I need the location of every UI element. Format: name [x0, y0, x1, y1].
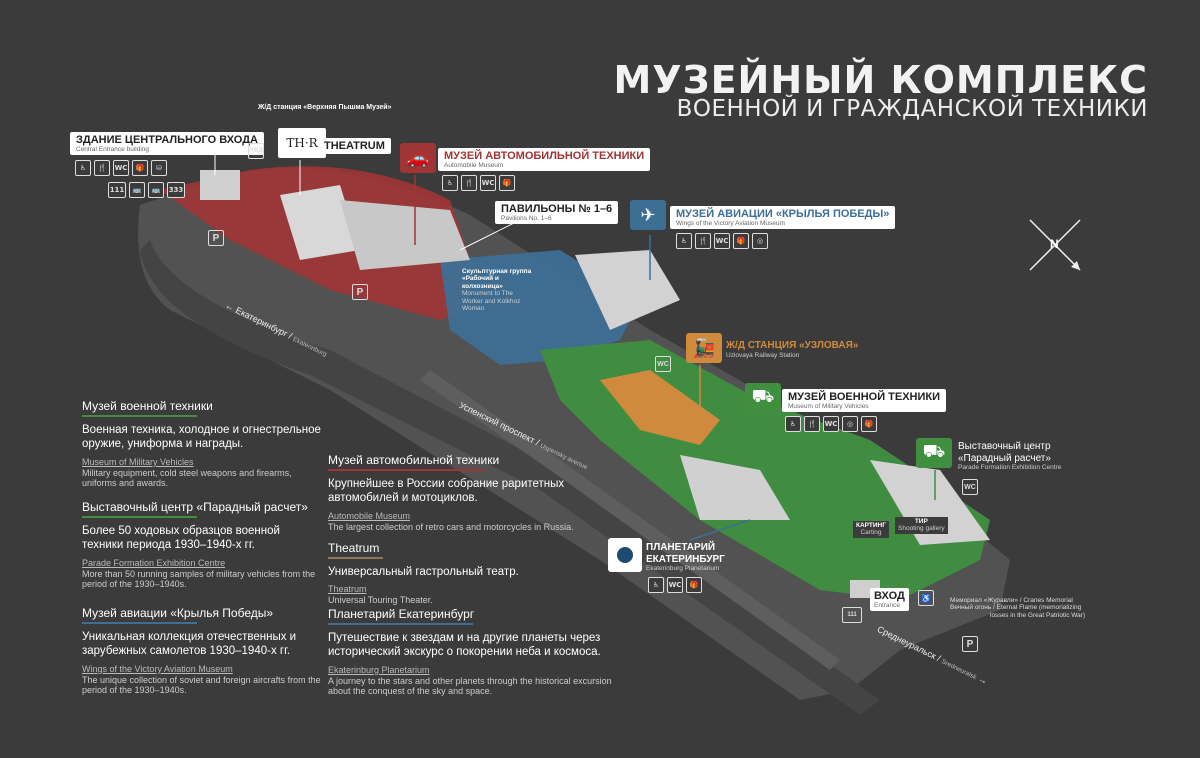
- vr-icon: ◎: [752, 233, 768, 249]
- legend-title: Музей военной техники: [82, 399, 213, 413]
- wc-icon: WC: [823, 416, 839, 432]
- legend-title: Theatrum: [328, 541, 380, 555]
- central-entrance-label: ЗДАНИЕ ЦЕНТРАЛЬНОГО ВХОДА Central Entran…: [70, 132, 264, 156]
- legend-bar: [82, 415, 197, 417]
- accessible-icon: ♿: [785, 416, 801, 432]
- train-icon: 🚂: [686, 333, 722, 363]
- cafe-icon: 🍴: [94, 160, 110, 176]
- military-building: [680, 455, 790, 520]
- gift-icon: 🎁: [733, 233, 749, 249]
- accessible-icon-entrance: ♿: [918, 590, 934, 606]
- railway-station-top-label: Ж/Д станция «Верхняя Пышма Музей»: [258, 104, 392, 111]
- gift-icon: 🎁: [686, 577, 702, 593]
- rzd-icon: РЖД: [248, 143, 264, 159]
- legend-theatrum: Theatrum Универсальный гастрольный театр…: [328, 541, 618, 606]
- cafe-icon: 🍴: [804, 416, 820, 432]
- wc-icon-uzlovaya: WC: [655, 356, 671, 372]
- gift-icon: 🎁: [861, 416, 877, 432]
- military-museum-label: МУЗЕЙ ВОЕННОЙ ТЕХНИКИ Museum of Military…: [782, 389, 947, 413]
- legend-aviation: Музей авиации «Крылья Победы» Уникальная…: [82, 606, 321, 696]
- leader-planetarium: [689, 519, 751, 541]
- military-icons: ♿ 🍴 WC ◎ 🎁: [785, 416, 877, 432]
- aviation-icons: ♿ 🍴 WC 🎁 ◎: [676, 233, 768, 249]
- vr-icon: ◎: [842, 416, 858, 432]
- page-title: МУЗЕЙНЫЙ КОМПЛЕКС: [613, 58, 1148, 102]
- theatrum-label: THEATRUM: [318, 138, 391, 155]
- legend-title: Планетарий Екатеринбург: [328, 607, 475, 621]
- pavilions-building: [340, 200, 470, 270]
- tir-label: ТИР Shooting gallery: [895, 517, 948, 534]
- wc-icon: WC: [667, 577, 683, 593]
- aviation-building: [575, 250, 680, 330]
- bus-111-entrance-icon: 111: [842, 607, 862, 623]
- tank-icon-parade: ⛟: [916, 438, 952, 468]
- cafe-icon: 🍴: [461, 175, 477, 191]
- accessible-icon: ♿: [442, 175, 458, 191]
- cranes-label: Мемориал «Журавли» / Cranes Memorial Веч…: [950, 597, 1086, 619]
- tank-icon: ⛟: [745, 383, 781, 413]
- legend-bar: [82, 516, 197, 518]
- road-left: [140, 240, 880, 715]
- compass-icon: [1029, 219, 1081, 271]
- parking-icon-1: P: [208, 230, 224, 246]
- theatrum-building: [280, 185, 360, 260]
- wc-icon: WC: [714, 233, 730, 249]
- bus-333-icon: 333: [167, 182, 185, 198]
- legend-bar: [82, 622, 197, 624]
- sculpture-label: Скульптурная группа «Рабочий и колхозниц…: [462, 268, 532, 313]
- legend-planetarium: Планетарий Екатеринбург Путешествие к зв…: [328, 607, 628, 697]
- ticket-icon: ⛁: [151, 160, 167, 176]
- planetarium-label: ПЛАНЕТАРИЙ ЕКАТЕРИНБУРГ Ekaterinburg Pla…: [646, 542, 725, 572]
- legend-title: Музей автомобильной техники: [328, 453, 500, 467]
- cafe-icon: 🍴: [695, 233, 711, 249]
- parking-icon-2: P: [352, 284, 368, 300]
- legend-bar: [328, 469, 483, 471]
- parade-building: [870, 460, 990, 545]
- leader-pavilions: [459, 219, 521, 251]
- legend-auto: Музей автомобильной техники Крупнейшее в…: [328, 453, 618, 532]
- gift-icon: 🎁: [499, 175, 515, 191]
- entrance-label: ВХОД Entrance: [870, 588, 909, 612]
- compass-n: N: [1050, 237, 1059, 251]
- auto-museum-label: МУЗЕЙ АВТОМОБИЛЬНОЙ ТЕХНИКИ Automobile M…: [438, 148, 651, 172]
- auto-museum-icons: ♿ 🍴 WC 🎁: [442, 175, 515, 191]
- aviation-museum-label: МУЗЕЙ АВИАЦИИ «КРЫЛЬЯ ПОБЕДЫ» Wings of t…: [670, 206, 896, 230]
- uzlovaya-label: Ж/Д СТАНЦИЯ «УЗЛОВАЯ» Uzlovaya Railway S…: [726, 340, 859, 359]
- central-entrance-building: [200, 170, 240, 200]
- legend-title: Музей авиации «Крылья Победы»: [82, 606, 274, 620]
- accessible-icon: ♿: [676, 233, 692, 249]
- road-uspensky: [420, 370, 840, 670]
- legend-bar: [328, 557, 383, 559]
- planetarium-icon: [608, 538, 642, 572]
- wc-icon: WC: [480, 175, 496, 191]
- parade-centre-label: Выставочный центр «Парадный расчет» Para…: [958, 441, 1062, 471]
- bus-icon: 🚌: [129, 182, 145, 198]
- accessible-icon: ♿: [648, 577, 664, 593]
- pavilions-label: ПАВИЛЬОНЫ № 1–6 Pavilions No. 1–6: [495, 201, 619, 225]
- plane-icon: ✈: [630, 200, 666, 230]
- parking-icon-3: P: [962, 636, 978, 652]
- bus-111-icon: 111: [108, 182, 126, 198]
- karting-label: КАРТИНГ Carting: [853, 521, 889, 538]
- legend-parade: Выставочный центр «Парадный расчет» Боле…: [82, 500, 322, 590]
- bus-icons: 111 🚌 🚌 333: [108, 182, 185, 198]
- legend-title: Выставочный центр «Парадный расчет»: [82, 500, 308, 514]
- central-entrance-icons: ♿ 🍴 WC 🎁 ⛁: [75, 160, 167, 176]
- car-icon: 🚗: [400, 143, 436, 173]
- bus-icon-2: 🚌: [148, 182, 164, 198]
- page-subtitle: ВОЕННОЙ И ГРАЖДАНСКОЙ ТЕХНИКИ: [676, 96, 1148, 122]
- planetarium-icons: ♿ WC 🎁: [648, 577, 702, 593]
- legend-bar: [328, 623, 473, 625]
- wc-icon: WC: [113, 160, 129, 176]
- orange-zone: [600, 370, 720, 445]
- gift-icon: 🎁: [132, 160, 148, 176]
- legend-military: Музей военной техники Военная техника, х…: [82, 399, 321, 489]
- wc-icon-parade: WC: [962, 479, 978, 495]
- accessible-icon: ♿: [75, 160, 91, 176]
